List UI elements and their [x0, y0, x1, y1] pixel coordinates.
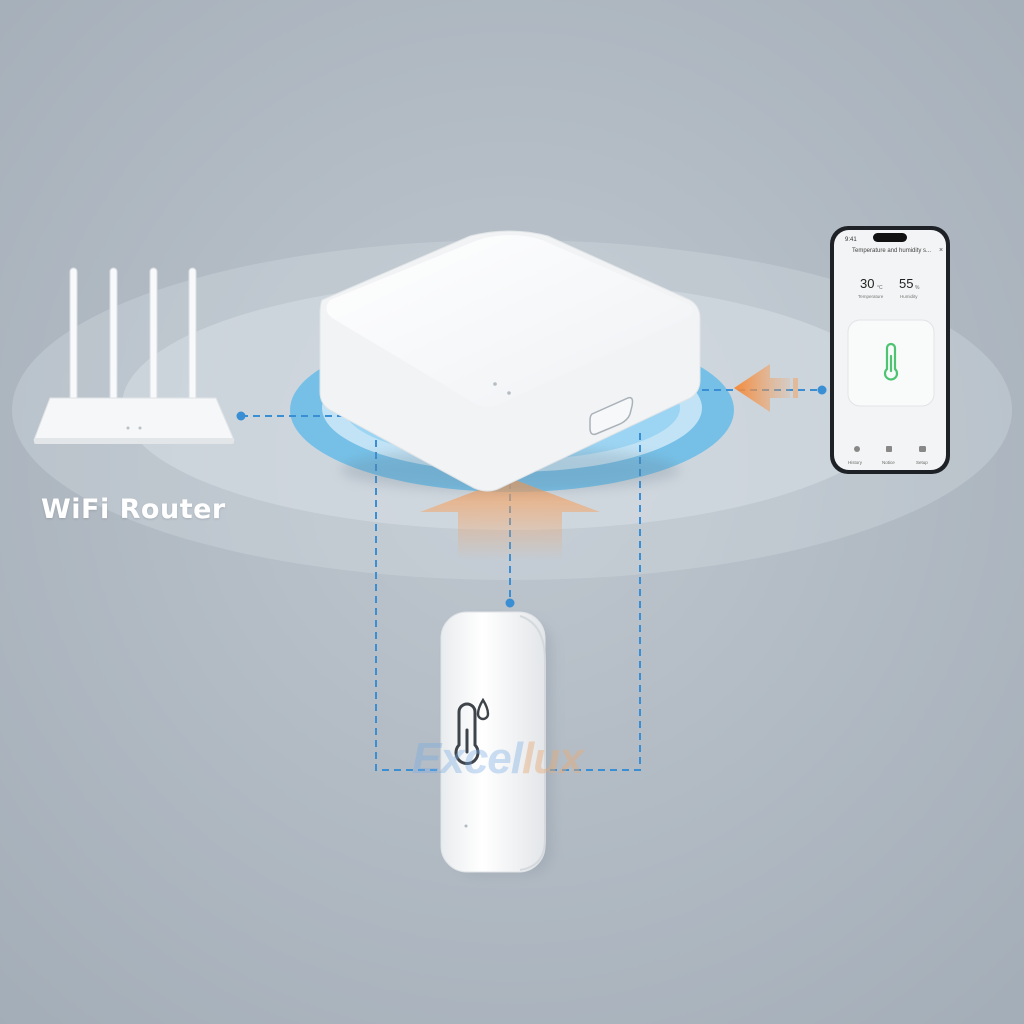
nav-setup-icon[interactable] [919, 446, 926, 452]
nav-notice-label[interactable]: Notice [882, 460, 895, 465]
nav-setup-label[interactable]: Setup [916, 460, 928, 465]
phone-header-title: Temperature and humidity s... [852, 248, 931, 254]
nav-notice-icon[interactable] [886, 446, 892, 452]
humidity-label: Humidity [900, 294, 918, 299]
arrow-left-icon [734, 364, 798, 412]
connector-dot-sensor [505, 598, 515, 608]
sensor-thermometer-icon [454, 702, 480, 765]
watermark-left: Excel [412, 734, 523, 783]
connector-dot-router [236, 411, 246, 421]
phone-close-icon[interactable]: × [939, 247, 943, 254]
wifi-router-icon [33, 267, 235, 444]
connector-dot-phone [817, 385, 827, 395]
temperature-unit: °C [877, 285, 883, 291]
temperature-value: 30 [860, 276, 874, 291]
temperature-label: Temperature [858, 294, 884, 299]
arrow-up-icon [420, 478, 600, 560]
phone-bottom-nav: History Notice Setup [848, 446, 928, 465]
thermometer-icon [883, 342, 899, 381]
router-label: WiFi Router [41, 494, 226, 525]
humidity-unit: % [915, 285, 920, 291]
smartphone: 9:41 Temperature and humidity s... × 30 … [830, 226, 950, 474]
water-drop-icon [476, 697, 490, 721]
gateway-hub-icon [319, 230, 701, 492]
temperature-humidity-sensor [440, 611, 552, 874]
watermark-logo: Excellux [412, 734, 584, 784]
nav-history-label[interactable]: History [848, 460, 863, 465]
humidity-value: 55 [899, 276, 913, 291]
phone-status-time: 9:41 [845, 237, 857, 243]
watermark-right: lux [521, 734, 584, 783]
nav-history-icon[interactable] [854, 446, 860, 452]
